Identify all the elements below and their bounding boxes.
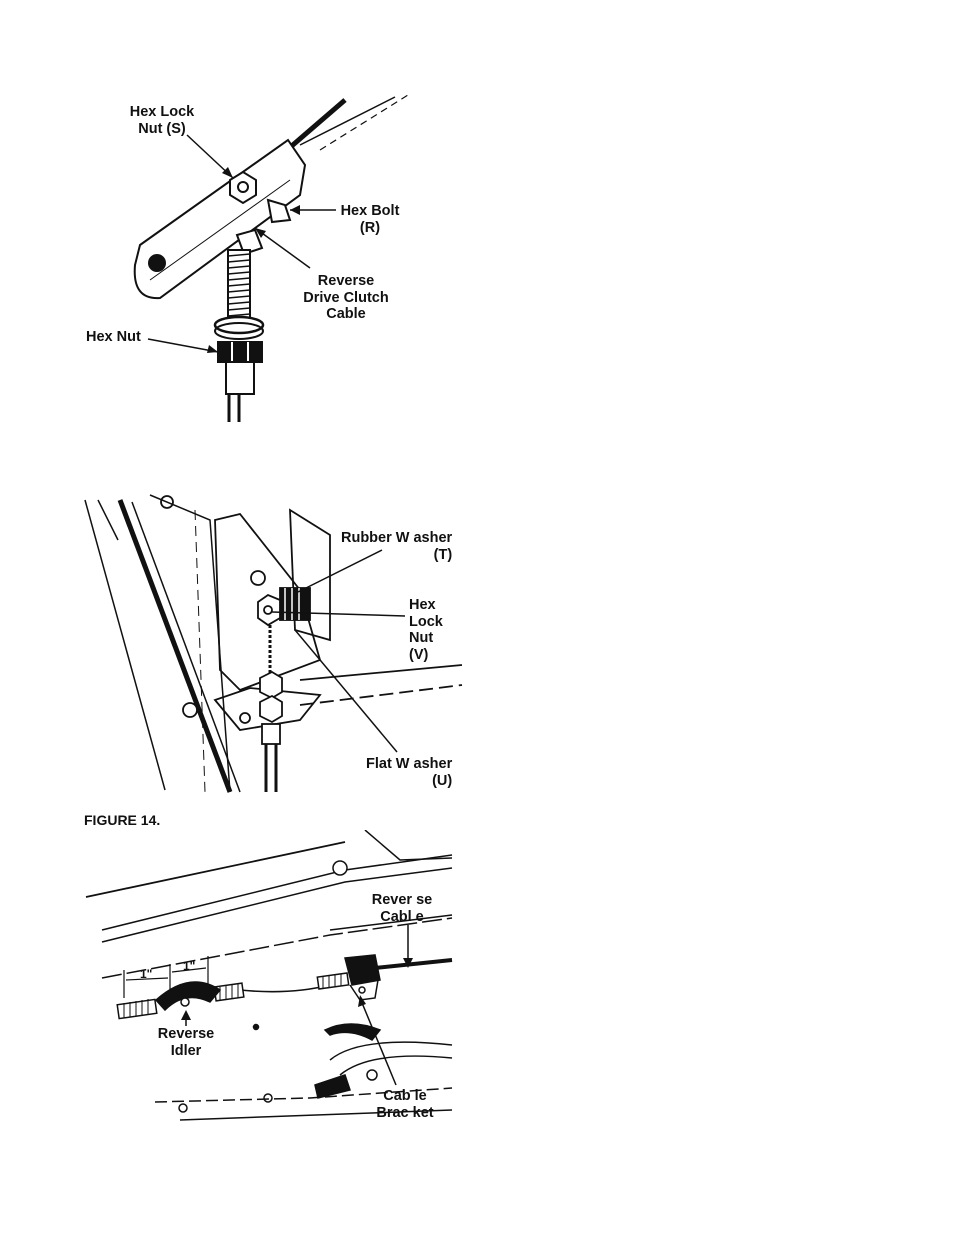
label-text: Flat W asher (U) [366, 756, 452, 789]
label-text: 1" [183, 959, 195, 973]
label-hex-nut: Hex Nut [86, 329, 141, 346]
label-text: Reverse Idler [158, 1026, 214, 1059]
label-reverse-cable: Rever se Cabl e [362, 892, 442, 925]
figure-caption: FIGURE 14. [84, 812, 160, 828]
figure-top: Hex Lock Nut (S) Hex Bolt (R) Reverse Dr… [0, 0, 954, 440]
label-text: Hex Lock Nut (V) [409, 597, 443, 663]
label-hex-lock-nut-s: Hex Lock Nut (S) [122, 104, 202, 137]
label-text: 1" [140, 967, 152, 981]
label-text: Cab le Brac ket [376, 1088, 433, 1121]
dimension-label-right: 1" [183, 958, 195, 975]
label-reverse-idler: Reverse Idler [148, 1026, 224, 1059]
label-hex-bolt-r: Hex Bolt (R) [334, 203, 406, 236]
figure-top-illustration [0, 0, 954, 440]
label-text: Reverse Drive Clutch Cable [303, 273, 388, 322]
label-text: Hex Nut [86, 329, 141, 345]
figure-middle: Rubber W asher (T) Hex Lock Nut (V) Flat… [0, 480, 954, 800]
label-hex-lock-nut-v: Hex Lock Nut (V) [409, 597, 443, 663]
label-text: Hex Lock Nut (S) [130, 104, 194, 137]
label-text: Hex Bolt (R) [341, 203, 400, 236]
label-reverse-drive-clutch-cable: Reverse Drive Clutch Cable [294, 273, 398, 323]
label-rubber-washer-t: Rubber W asher (T) [341, 530, 452, 563]
figure-bottom: Rever se Cabl e Reverse Idler Cab le Bra… [0, 830, 954, 1130]
figure-middle-illustration [0, 480, 954, 800]
label-text: Rever se Cabl e [372, 892, 432, 925]
dimension-label-left: 1" [140, 966, 152, 983]
label-cable-bracket: Cab le Brac ket [366, 1088, 444, 1121]
label-text: Rubber W asher (T) [341, 530, 452, 563]
label-rubber-washer-t-line: Rubber W asher (T) [341, 530, 452, 563]
label-flat-washer-u: Flat W asher (U) [366, 756, 452, 789]
